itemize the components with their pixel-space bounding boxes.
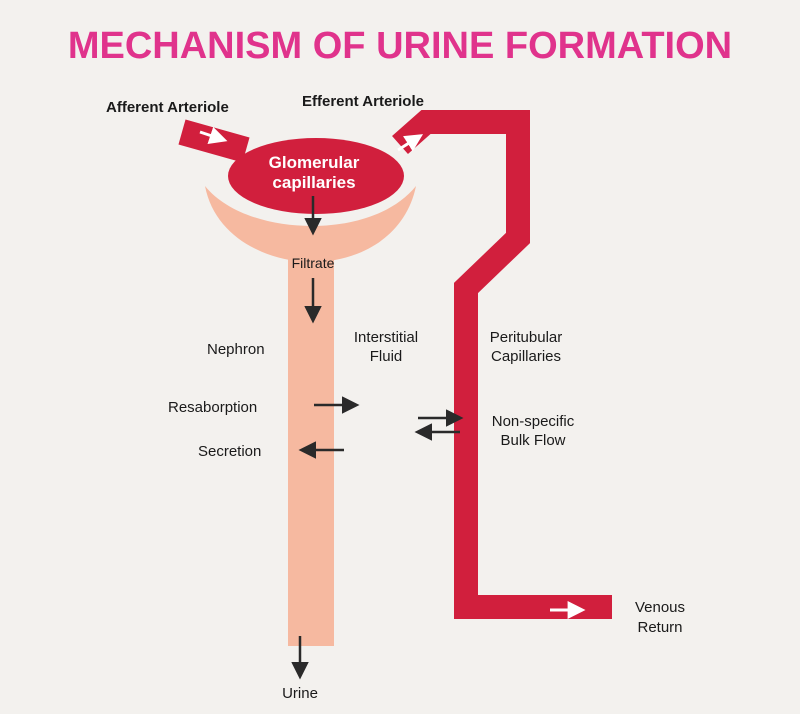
nephron-label: Nephron <box>207 341 265 358</box>
nephron-tube <box>288 248 334 646</box>
peritubular-capillary-vessel <box>392 110 612 619</box>
bowmans-capsule <box>205 186 416 262</box>
secretion-label: Secretion <box>198 443 261 460</box>
bulk-flow-label-line1: Non-specific <box>492 413 575 430</box>
afferent-flow-arrow <box>199 126 228 144</box>
glomerular-capillaries <box>228 138 404 214</box>
interstitial-label-line2: Fluid <box>370 348 403 365</box>
urine-label: Urine <box>282 685 318 702</box>
peritubular-label-line1: Peritubular <box>490 329 563 346</box>
efferent-flow-arrow <box>397 134 424 152</box>
interstitial-label-line1: Interstitial <box>354 329 418 346</box>
venous-return-label-line1: Venous <box>635 599 685 616</box>
afferent-arteriole-vessel <box>178 119 250 163</box>
afferent-arteriole-label: Afferent Arteriole <box>106 99 229 116</box>
resaborption-label: Resaborption <box>168 399 257 416</box>
glomerular-label-line1: Glomerular <box>269 153 360 172</box>
glomerular-label-line2: capillaries <box>272 173 355 192</box>
page-title: MECHANISM OF URINE FORMATION <box>68 25 732 67</box>
efferent-arteriole-label: Efferent Arteriole <box>302 93 424 110</box>
peritubular-label-line2: Capillaries <box>491 348 561 365</box>
filtrate-label: Filtrate <box>292 255 335 271</box>
venous-return-label-line2: Return <box>637 619 682 636</box>
bulk-flow-label-line2: Bulk Flow <box>500 432 565 449</box>
